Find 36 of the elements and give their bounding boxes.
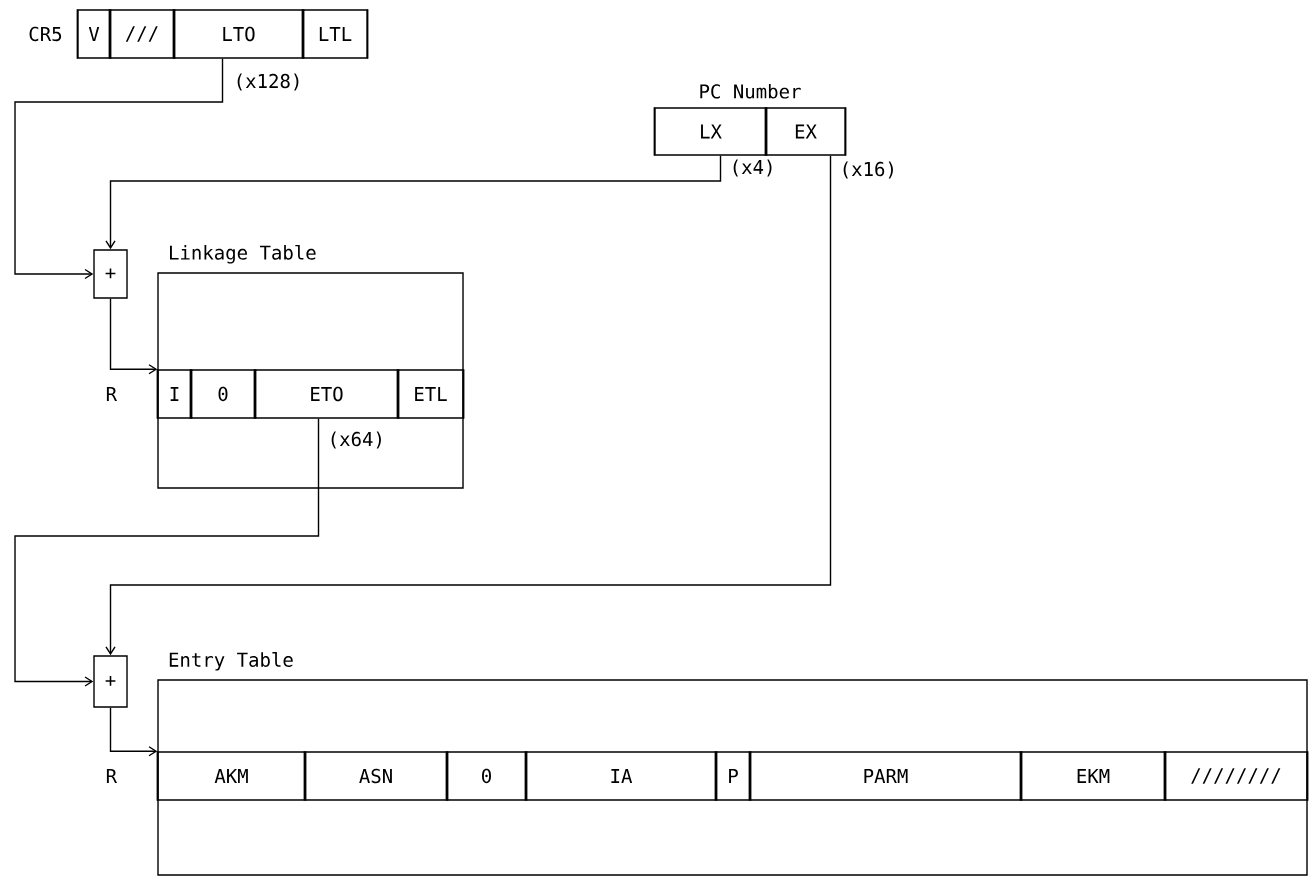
table-cell: ETL bbox=[396, 368, 465, 420]
node-label: CR5 bbox=[29, 26, 62, 42]
table-cell: IA bbox=[524, 750, 718, 802]
table-cell: PARM bbox=[748, 750, 1023, 802]
table-cell: I bbox=[156, 368, 193, 420]
adder-box: + bbox=[93, 249, 128, 299]
table-cell: 0 bbox=[445, 750, 528, 802]
edge-label: (x4) bbox=[728, 158, 777, 178]
register-cell: EX bbox=[764, 106, 847, 157]
arrow bbox=[105, 155, 832, 656]
table-cell: ASN bbox=[303, 750, 449, 802]
node-label: PC Number bbox=[700, 83, 801, 99]
adder-box: + bbox=[93, 655, 128, 708]
table-cell: EKM bbox=[1019, 750, 1167, 802]
node-label: Entry Table bbox=[169, 652, 293, 671]
edge-label: (x128) bbox=[232, 72, 304, 92]
edge-label: (x16) bbox=[838, 160, 898, 180]
register-cell: LTL bbox=[301, 8, 369, 60]
table-cell: 0 bbox=[189, 368, 257, 420]
table-cell: ETO bbox=[253, 368, 400, 420]
arrow bbox=[14, 418, 320, 687]
node-label: R bbox=[106, 387, 118, 401]
arrow bbox=[109, 707, 158, 757]
arrow bbox=[109, 298, 158, 375]
register-cell: /// bbox=[108, 8, 176, 60]
edge-label: (x64) bbox=[326, 430, 386, 450]
node-label: Linkage Table bbox=[170, 244, 316, 264]
node-label: R bbox=[106, 769, 118, 783]
register-cell: V bbox=[76, 8, 112, 60]
register-cell: LTO bbox=[172, 8, 305, 60]
arrow bbox=[14, 58, 224, 280]
register-cell: LX bbox=[653, 106, 768, 157]
table-cell: P bbox=[714, 750, 752, 802]
table-cell: //////// bbox=[1163, 750, 1309, 802]
table-cell: AKM bbox=[156, 750, 307, 802]
arrow bbox=[105, 155, 722, 250]
